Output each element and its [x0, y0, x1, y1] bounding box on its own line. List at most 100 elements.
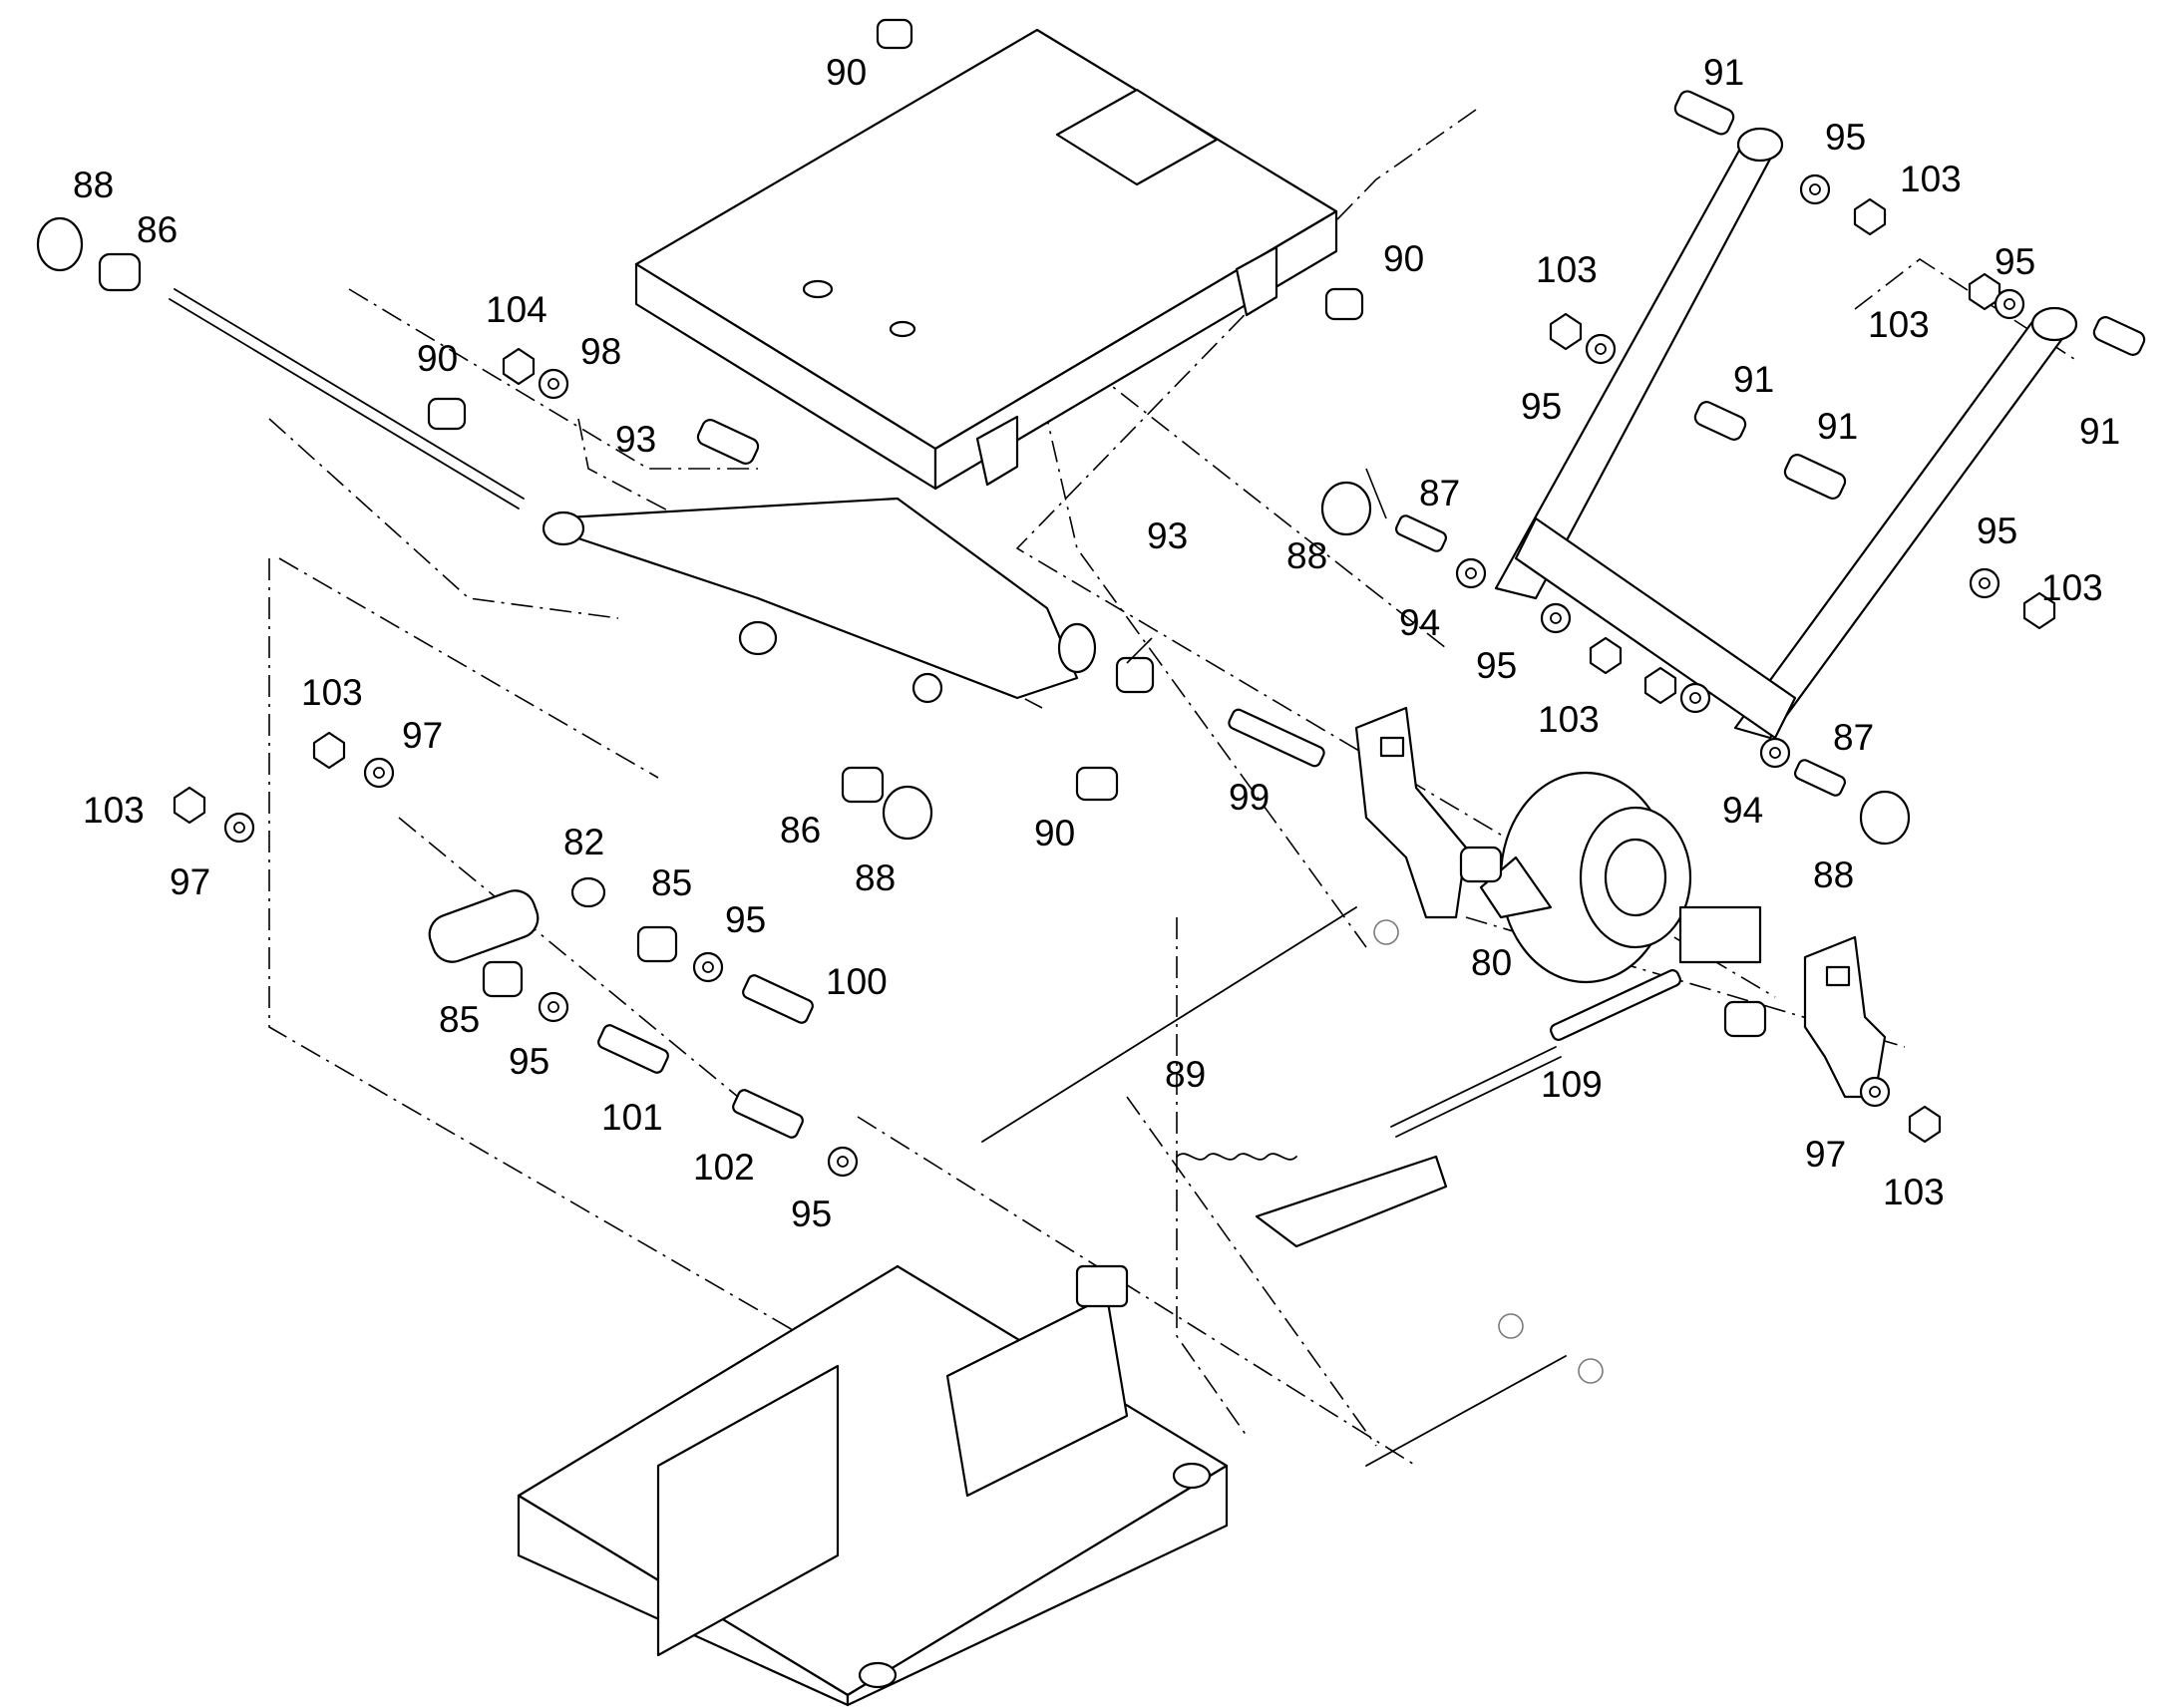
- label-95: 95: [1476, 645, 1517, 686]
- label-88: 88: [1286, 535, 1327, 576]
- label-86: 86: [780, 810, 821, 851]
- label-95: 95: [1521, 386, 1562, 427]
- label-103: 103: [1883, 1172, 1945, 1212]
- label-90: 90: [1383, 238, 1424, 279]
- label-103: 103: [1536, 249, 1598, 290]
- label-88: 88: [73, 165, 114, 205]
- label-95: 95: [1825, 117, 1866, 158]
- bushing-88-far-right: [1859, 790, 1911, 846]
- square-tube: [1678, 905, 1762, 964]
- bolt-99: [1228, 708, 1325, 768]
- label-103: 103: [301, 672, 363, 713]
- label-93: 93: [1147, 515, 1188, 556]
- label-102: 102: [693, 1147, 755, 1188]
- spacer-85-lower: [482, 960, 524, 998]
- bolt-102: [732, 1089, 804, 1139]
- scissor-arm-upper: [542, 497, 1097, 704]
- spacer-85-upper: [636, 925, 678, 963]
- label-95: 95: [725, 899, 766, 940]
- label-80: 80: [1471, 942, 1512, 983]
- label-100: 100: [826, 961, 888, 1002]
- adjuster-109: [1550, 969, 1681, 1041]
- label-94: 94: [1399, 602, 1440, 643]
- label-98: 98: [580, 331, 621, 372]
- spacer-90-left: [427, 397, 467, 431]
- label-103: 103: [1868, 304, 1930, 345]
- lever-block: [1075, 1264, 1129, 1308]
- label-91: 91: [1703, 52, 1744, 93]
- label-103: 103: [1538, 699, 1600, 740]
- bolt-87-upper: [1394, 514, 1448, 552]
- label-94: 94: [1722, 790, 1763, 831]
- spacer-actuator: [1459, 846, 1503, 883]
- bolt-91-lower: [1783, 454, 1847, 500]
- label-85: 85: [439, 999, 480, 1040]
- label-97: 97: [1805, 1134, 1846, 1175]
- control-rod-lower: [1365, 1355, 1567, 1467]
- label-99: 99: [1229, 777, 1270, 818]
- label-103: 103: [1900, 159, 1962, 199]
- part-labels: 90 91 95 103 88 86 104 98 90 93 90 103 9…: [73, 52, 2120, 1234]
- label-90: 90: [1034, 813, 1075, 854]
- long-rod: [169, 288, 525, 510]
- label-82: 82: [563, 822, 604, 862]
- label-86: 86: [137, 209, 178, 250]
- damper-eye: [570, 876, 606, 908]
- bolt-91-top: [1673, 90, 1735, 136]
- label-93: 93: [615, 419, 656, 460]
- spacer-90-right: [1324, 287, 1364, 321]
- bolt-91-right: [2092, 316, 2146, 356]
- scissor-frame-right: [1494, 127, 2078, 740]
- seat-top-plate: [634, 28, 1338, 491]
- spacer-93-mid: [1115, 656, 1155, 694]
- label-97: 97: [402, 715, 443, 756]
- bracket-left: [1354, 706, 1468, 919]
- bushing-86-top: [98, 252, 142, 292]
- label-104: 104: [486, 289, 547, 330]
- label-88: 88: [1813, 854, 1854, 895]
- bolt-87-lower: [1793, 759, 1847, 797]
- label-88: 88: [855, 857, 896, 898]
- bolt-101: [597, 1024, 669, 1074]
- label-109: 109: [1541, 1064, 1603, 1105]
- label-101: 101: [601, 1097, 663, 1138]
- bushing-88-right: [1320, 481, 1372, 536]
- label-103: 103: [2041, 567, 2103, 608]
- spacer-right: [1723, 1000, 1767, 1038]
- label-87: 87: [1833, 717, 1874, 758]
- actuator-unit: [1479, 771, 1692, 984]
- bushing-90-top: [876, 18, 913, 50]
- label-95: 95: [1995, 241, 2035, 282]
- bolt-93: [696, 419, 760, 465]
- lever: [1255, 1155, 1448, 1248]
- label-91: 91: [2079, 411, 2120, 452]
- label-89: 89: [1165, 1054, 1206, 1095]
- label-91: 91: [1817, 406, 1858, 447]
- label-85: 85: [651, 862, 692, 903]
- hardware: [36, 18, 2146, 1467]
- control-rod-upper: [981, 906, 1357, 1143]
- label-90: 90: [417, 338, 458, 379]
- label-90: 90: [826, 52, 867, 93]
- threaded-rod: [1390, 1046, 1557, 1128]
- label-95: 95: [509, 1041, 549, 1082]
- bracket-right: [1803, 935, 1887, 1099]
- base-frame: [517, 1264, 1229, 1707]
- spacer-90-mid: [1075, 766, 1119, 802]
- label-95: 95: [1977, 511, 2017, 551]
- damper: [428, 889, 540, 963]
- washers-nuts: [173, 173, 2056, 1384]
- label-91: 91: [1733, 359, 1774, 400]
- bushing-88-top: [36, 216, 84, 272]
- leader-lines: [1126, 468, 1387, 664]
- bushing-88-mid: [882, 785, 933, 841]
- spacer-86-mid: [841, 766, 885, 804]
- label-103: 103: [83, 790, 145, 831]
- label-95: 95: [791, 1194, 832, 1234]
- bolt-91-mid: [1693, 401, 1747, 441]
- bolt-100: [742, 974, 814, 1024]
- label-97: 97: [170, 861, 210, 902]
- spring-89: [1176, 1153, 1297, 1161]
- label-87: 87: [1419, 473, 1460, 513]
